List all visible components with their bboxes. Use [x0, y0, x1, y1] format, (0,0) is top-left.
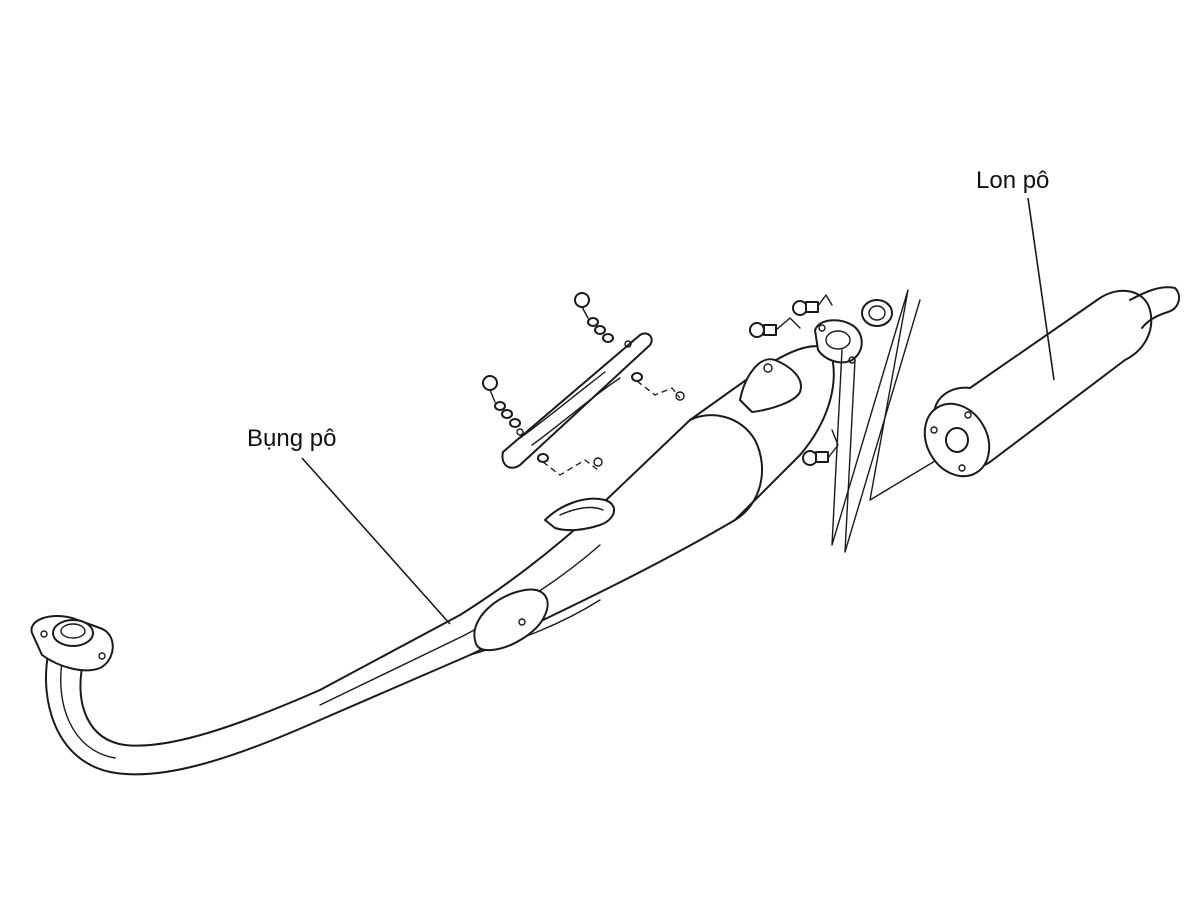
shield-screw-left — [482, 375, 521, 428]
assembly-zigzag — [831, 289, 946, 553]
outlet-flange — [814, 319, 863, 364]
rear-hanger — [739, 358, 802, 413]
mount-bracket — [544, 497, 615, 532]
body-leader — [301, 457, 451, 625]
exhaust-body-label: Bụng pô — [247, 425, 337, 452]
header-pipe — [45, 654, 321, 776]
heat-shield — [501, 332, 653, 469]
muffler-leader — [1027, 197, 1055, 381]
muffler-label: Lon pô — [976, 167, 1050, 194]
gasket-ring — [861, 299, 893, 327]
shield-assembly-lines — [542, 380, 685, 476]
shield-screw-right — [574, 292, 614, 343]
body-heat-plate — [473, 588, 549, 652]
muffler — [923, 286, 1181, 478]
header-flange — [30, 614, 114, 672]
rear-bolts — [749, 294, 839, 466]
